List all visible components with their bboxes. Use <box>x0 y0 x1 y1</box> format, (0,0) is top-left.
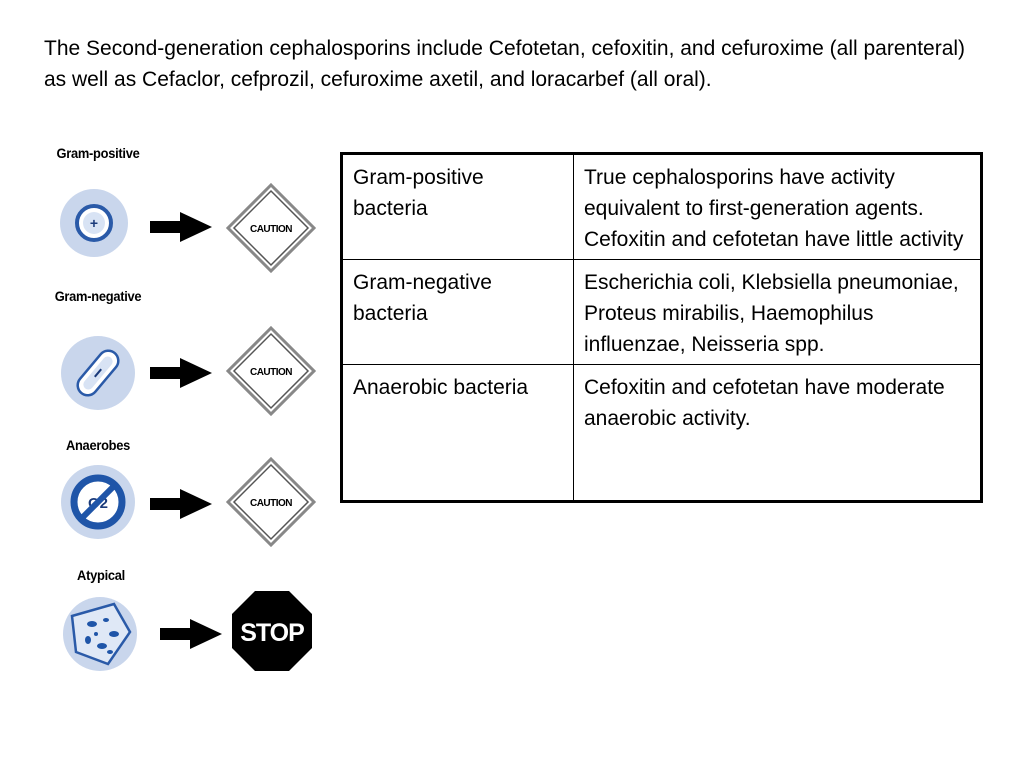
description-cell: Cefoxitin and cefotetan have moderate an… <box>573 364 982 502</box>
caution-diamond-icon: CAUTION <box>226 326 316 416</box>
description-cell: True cephalosporins have activity equiva… <box>573 153 982 260</box>
table-row: Gram-positive bacteria True cephalospori… <box>341 153 982 260</box>
spectrum-icon-column: Gram-positive + CAUTION Gram-negative <box>48 145 328 685</box>
caution-text: CAUTION <box>250 498 292 509</box>
table-row: Gram-negative bacteria Escherichia coli,… <box>341 259 982 365</box>
organism-cell: Gram-positive bacteria <box>341 153 574 260</box>
caution-diamond-icon: CAUTION <box>226 183 316 273</box>
arrow-right-icon <box>150 489 212 519</box>
spectrum-row-atypical: Atypical STOP <box>48 567 328 697</box>
arrow-right-icon <box>150 358 212 388</box>
intro-paragraph: The Second-generation cephalosporins inc… <box>44 37 966 91</box>
arrow-right-icon <box>160 619 222 649</box>
organism-cell: Anaerobic bacteria <box>341 364 574 502</box>
caution-diamond-icon: CAUTION <box>226 457 316 547</box>
no-oxygen-icon: O2 <box>61 465 135 539</box>
gram-negative-label: Gram-negative <box>54 288 142 304</box>
gram-positive-coccus-icon: + <box>60 189 128 257</box>
atypical-cell-icon <box>63 597 137 671</box>
anaerobes-label: Anaerobes <box>65 437 131 453</box>
caution-text: CAUTION <box>250 224 292 235</box>
cephalosporin-activity-table: Gram-positive bacteria True cephalospori… <box>340 152 983 503</box>
table-row: Anaerobic bacteria Cefoxitin and cefotet… <box>341 364 982 502</box>
stop-text: STOP <box>240 619 304 647</box>
atypical-label: Atypical <box>77 567 125 583</box>
caution-text: CAUTION <box>250 367 292 378</box>
spectrum-row-gram-positive: Gram-positive + CAUTION <box>48 145 328 275</box>
arrow-right-icon <box>150 212 212 242</box>
gram-positive-label: Gram-positive <box>56 145 140 161</box>
spectrum-row-gram-negative: Gram-negative CAUTION <box>48 288 328 418</box>
gram-negative-rod-icon <box>61 336 135 410</box>
stop-sign-icon: STOP <box>232 591 312 671</box>
description-cell: Escherichia coli, Klebsiella pneumoniae,… <box>573 259 982 365</box>
organism-cell: Gram-negative bacteria <box>341 259 574 365</box>
spectrum-row-anaerobes: Anaerobes O2 CAUTION <box>48 437 328 567</box>
svg-text:+: + <box>90 215 98 231</box>
